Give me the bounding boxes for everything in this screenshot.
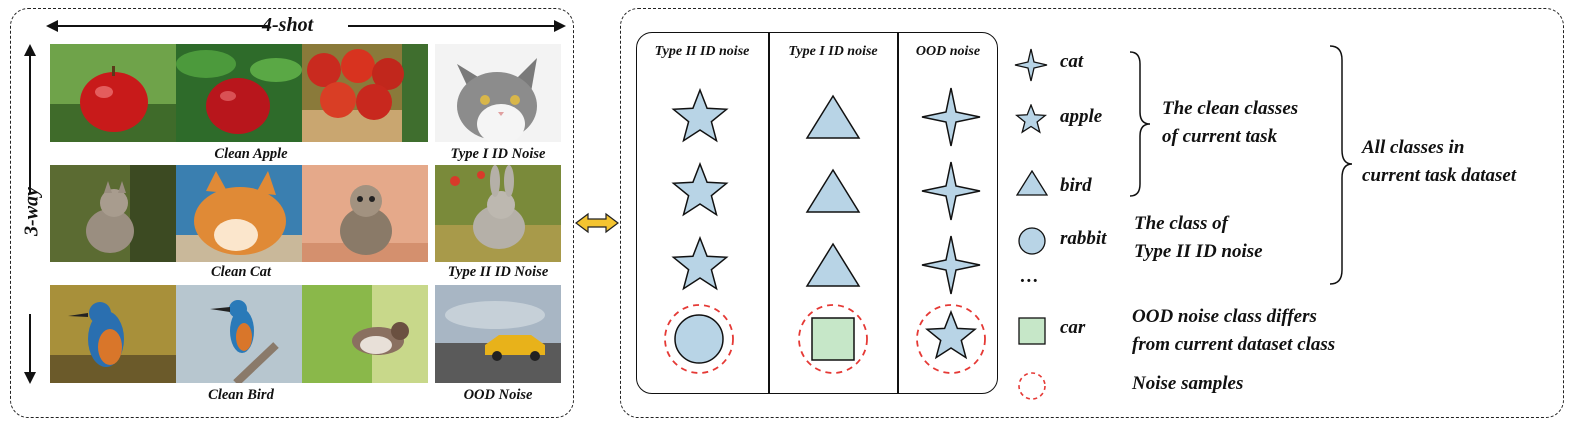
star-icon [671,88,729,143]
caption-clean-bird: Clean Bird [208,387,274,403]
cat-image-1 [50,165,176,262]
legend-apple-star-icon [1015,104,1047,134]
ood-description-line2: from current dataset class [1132,334,1336,355]
star-icon [671,162,729,217]
clean-classes-brace [1129,51,1151,197]
bird-image-1 [50,285,176,383]
table-divider-2 [897,32,899,394]
bird-image-2 [176,285,302,383]
way-label: 3-way [20,187,43,236]
triangle-icon [805,242,861,287]
four-point-star-icon [921,235,981,295]
clean-classes-description-line1: The clean classes [1162,98,1299,119]
legend-rabbit-circle-icon [1018,227,1046,255]
legend-noise-dashed-circle-icon [1018,372,1046,400]
apple-image-3 [302,44,428,142]
triangle-icon [805,168,861,213]
caption-type2-noise: Type II ID Noise [447,264,549,280]
legend-ellipsis: … [1020,266,1039,287]
legend-apple-label: apple [1060,106,1103,127]
legend-car-label: car [1060,317,1086,338]
noise-star-sample [916,304,986,374]
table-divider-1 [768,32,770,394]
legend-bird-triangle-icon [1016,170,1048,196]
car-noise-image [435,285,561,383]
shot-arrow [46,20,566,32]
column-header-ood: OOD noise [915,44,981,59]
right-panel [620,8,1564,418]
legend-bird-label: bird [1060,175,1092,196]
square-icon [811,317,855,361]
caption-clean-cat: Clean Cat [210,264,272,280]
caption-type1-noise: Type I ID Noise [450,146,546,162]
caption-clean-apple: Clean Apple [214,146,288,162]
type2-class-description-line1: The class of [1134,213,1228,234]
triangle-icon [805,94,861,139]
legend-rabbit-label: rabbit [1060,228,1107,249]
four-point-star-icon [921,87,981,147]
all-classes-description-line2: current task dataset [1362,165,1517,186]
legend-cat-label: cat [1060,51,1084,72]
star-icon [671,236,729,291]
column-header-type1: Type I ID noise [788,44,878,59]
clean-classes-description-line2: of current task [1162,126,1278,147]
ood-description-line1: OOD noise class differs [1132,306,1317,327]
rabbit-noise-image [435,165,561,262]
type2-class-description-line2: Type II ID noise [1134,241,1263,262]
way-arrow [24,44,36,384]
left-panel [10,8,574,418]
four-point-star-icon [921,161,981,221]
bidirectional-arrow-icon [575,212,619,234]
noise-square-sample [798,304,868,374]
cat-image-2 [176,165,302,262]
apple-image-1 [50,44,176,142]
legend-cat-four-point-star-icon [1014,48,1048,82]
apple-image-2 [176,44,302,142]
all-classes-brace [1329,45,1353,285]
shot-label: 4-shot [262,14,314,36]
legend-car-square-icon [1018,317,1046,345]
noise-circle-sample [664,304,734,374]
cat-noise-image [435,44,561,142]
noise-table [636,32,998,394]
column-header-type2: Type II ID noise [654,44,750,59]
caption-ood-noise: OOD Noise [463,387,533,403]
cat-image-3 [302,165,428,262]
noise-samples-description: Noise samples [1132,373,1244,394]
bird-image-3 [302,285,428,383]
all-classes-description-line1: All classes in [1362,137,1465,158]
circle-icon [674,314,724,364]
star-icon [925,309,977,360]
